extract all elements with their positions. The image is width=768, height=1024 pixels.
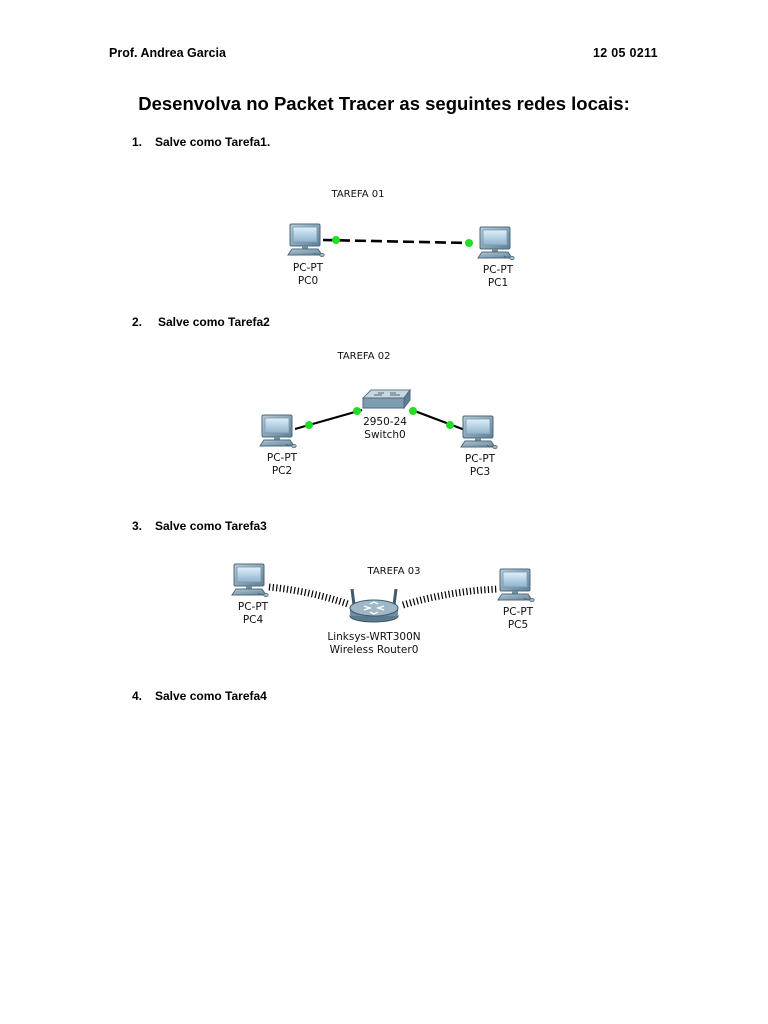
diagram-tarefa1: TAREFA 01 PC-PT PC0 PC-PT PC1: [270, 180, 530, 295]
pc0-icon: [288, 224, 324, 257]
pc4-name-label: PC4: [243, 614, 264, 626]
task-label: Salve como Tarefa1.: [155, 135, 270, 149]
task-number: 1.: [132, 135, 155, 149]
diagram-tarefa3: TAREFA 03 PC-PT PC4 PC-PT PC5 Linksys-WR…: [220, 555, 550, 665]
pc2-name-label: PC2: [272, 465, 292, 477]
pc3-type-label: PC-PT: [465, 453, 496, 465]
straight-cable: [295, 410, 362, 429]
task-label: Salve como Tarefa4: [155, 689, 267, 703]
task-number: 3.: [132, 519, 155, 533]
pc5-name-label: PC5: [508, 619, 528, 631]
link-light: [465, 239, 473, 247]
pc2-icon: [260, 415, 296, 448]
wireless-router-icon: [350, 589, 398, 622]
router-model-label: Linksys-WRT300N: [327, 631, 420, 643]
task-item-1: 1.Salve como Tarefa1.: [132, 135, 270, 149]
switch-icon: [363, 390, 410, 408]
pc3-name-label: PC3: [470, 466, 490, 478]
diagram-caption: TAREFA 01: [330, 189, 384, 200]
crossover-cable: [323, 240, 469, 243]
pc0-type-label: PC-PT: [293, 262, 324, 274]
pc3-icon: [461, 416, 497, 449]
diagram-tarefa2: TAREFA 02 2950-24 Switch0 PC-PT PC2 PC-P…: [250, 340, 520, 485]
pc1-name-label: PC1: [488, 277, 508, 289]
pc5-icon: [498, 569, 534, 602]
straight-cable: [412, 410, 465, 430]
wireless-link: [403, 589, 498, 605]
task-label: Salve como Tarefa2: [158, 315, 270, 329]
pc4-icon: [232, 564, 268, 597]
page-title: Desenvolva no Packet Tracer as seguintes…: [0, 93, 768, 115]
document-code: 12 05 0211: [593, 46, 658, 60]
pc5-type-label: PC-PT: [503, 606, 534, 618]
pc1-type-label: PC-PT: [483, 264, 514, 276]
pc4-type-label: PC-PT: [238, 601, 269, 613]
pc1-icon: [478, 227, 514, 260]
link-light: [332, 236, 340, 244]
link-light: [409, 407, 417, 415]
diagram-caption: TAREFA 03: [366, 566, 420, 577]
author-name: Prof. Andrea Garcia: [109, 46, 226, 60]
pc0-name-label: PC0: [298, 275, 318, 287]
link-light: [305, 421, 313, 429]
task-item-2: 2.Salve como Tarefa2: [132, 315, 270, 329]
task-item-4: 4.Salve como Tarefa4: [132, 689, 267, 703]
task-number: 4.: [132, 689, 155, 703]
router-name-label: Wireless Router0: [330, 644, 419, 656]
link-light: [353, 407, 361, 415]
diagram-caption: TAREFA 02: [336, 351, 390, 362]
pc2-type-label: PC-PT: [267, 452, 298, 464]
wireless-link: [269, 587, 348, 604]
switch-name-label: Switch0: [364, 429, 405, 441]
task-item-3: 3.Salve como Tarefa3: [132, 519, 267, 533]
link-light: [446, 421, 454, 429]
task-label: Salve como Tarefa3: [155, 519, 267, 533]
task-number: 2.: [132, 315, 158, 329]
switch-model-label: 2950-24: [363, 416, 407, 428]
